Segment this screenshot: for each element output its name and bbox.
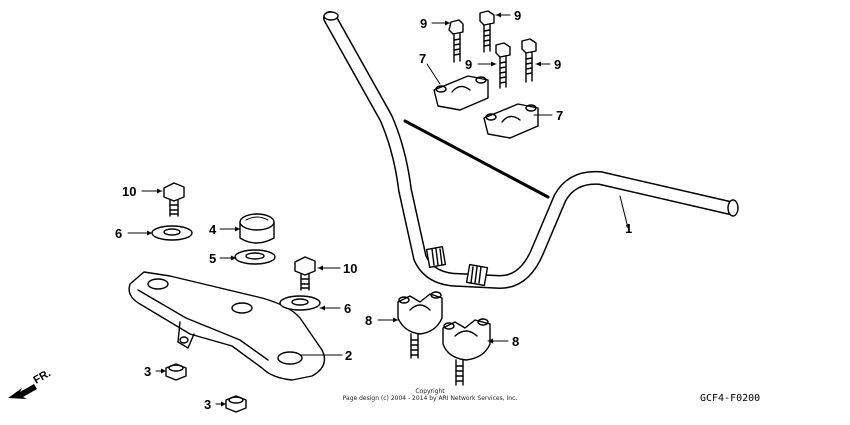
lower-holder-right	[442, 318, 491, 386]
cap-nut	[239, 213, 275, 244]
callout-6-right: 6	[344, 301, 351, 316]
callout-2: 2	[345, 348, 352, 363]
leader-arrowheads	[147, 12, 541, 407]
bolt-9-c	[495, 42, 511, 89]
callout-10-upper: 10	[122, 184, 136, 199]
washer-5	[234, 249, 276, 265]
callout-8-right: 8	[512, 334, 519, 349]
callout-7-right: 7	[556, 108, 563, 123]
upper-holder-right	[483, 103, 539, 139]
callout-9-a: 9	[420, 16, 427, 31]
front-label: FR.	[32, 367, 53, 386]
washer-6-left	[151, 225, 193, 241]
callout-1: 1	[625, 221, 632, 236]
callout-4: 4	[209, 222, 217, 237]
callout-8-left: 8	[365, 313, 372, 328]
bolt-10-right	[294, 256, 316, 291]
callout-labels: 1 2 3 3 4 5 6 6 7 7 8 8 9 9 9 9 10 10	[115, 8, 632, 412]
bolt-9-d	[521, 38, 537, 83]
callout-3-lower: 3	[204, 397, 211, 412]
bolt-9-a	[448, 19, 464, 63]
bridge-plate	[128, 271, 326, 381]
bolt-9-b	[479, 10, 495, 53]
copyright-notice: Copyright Page design (c) 2004 - 2014 by…	[270, 388, 590, 402]
callout-9-c: 9	[465, 57, 472, 72]
callout-9-d: 9	[554, 57, 561, 72]
copyright-line-2: Page design (c) 2004 - 2014 by ARI Netwo…	[342, 395, 518, 402]
nut-3-upper	[165, 363, 187, 381]
front-direction-indicator: FR.	[8, 367, 53, 399]
figure-code: GCF4-F0200	[700, 393, 761, 404]
lower-holder-left	[397, 291, 443, 359]
copyright-line-1: Copyright	[415, 388, 445, 395]
washer-6-right	[279, 295, 321, 311]
callout-6-left: 6	[115, 226, 122, 241]
handlebar	[323, 11, 739, 289]
callout-3-upper: 3	[144, 364, 151, 379]
callout-7-upper: 7	[419, 51, 426, 66]
bolt-10-left	[163, 182, 185, 217]
callout-9-b: 9	[514, 8, 521, 23]
callout-10-lower: 10	[343, 261, 357, 276]
callout-5: 5	[209, 251, 216, 266]
front-arrow-icon	[8, 384, 37, 399]
upper-holder-left	[433, 75, 489, 111]
nut-3-lower	[225, 395, 247, 413]
